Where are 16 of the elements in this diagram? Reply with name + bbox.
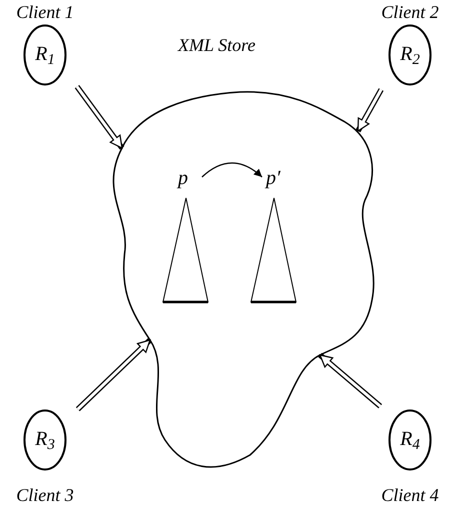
client-label: Client 3 — [16, 486, 74, 504]
node-label: R$_{1}$ — [34, 44, 56, 64]
node-label: R$_{4}$ — [399, 429, 421, 449]
client-label: Client 4 — [381, 486, 439, 504]
client-label: Client 1 — [16, 3, 74, 21]
double-arrow — [74, 85, 124, 150]
double-arrow — [356, 88, 384, 132]
double-arrow — [76, 338, 152, 412]
node-label: p — [178, 168, 188, 188]
curved-arrow — [202, 162, 262, 178]
node-label: p′ — [266, 168, 280, 188]
node-label: R$_{3}$ — [34, 429, 56, 449]
double-arrow — [318, 352, 382, 408]
node-label: R$_{2}$ — [399, 44, 421, 64]
client-label: Client 2 — [381, 3, 439, 21]
store-title: XML Store — [178, 36, 256, 54]
